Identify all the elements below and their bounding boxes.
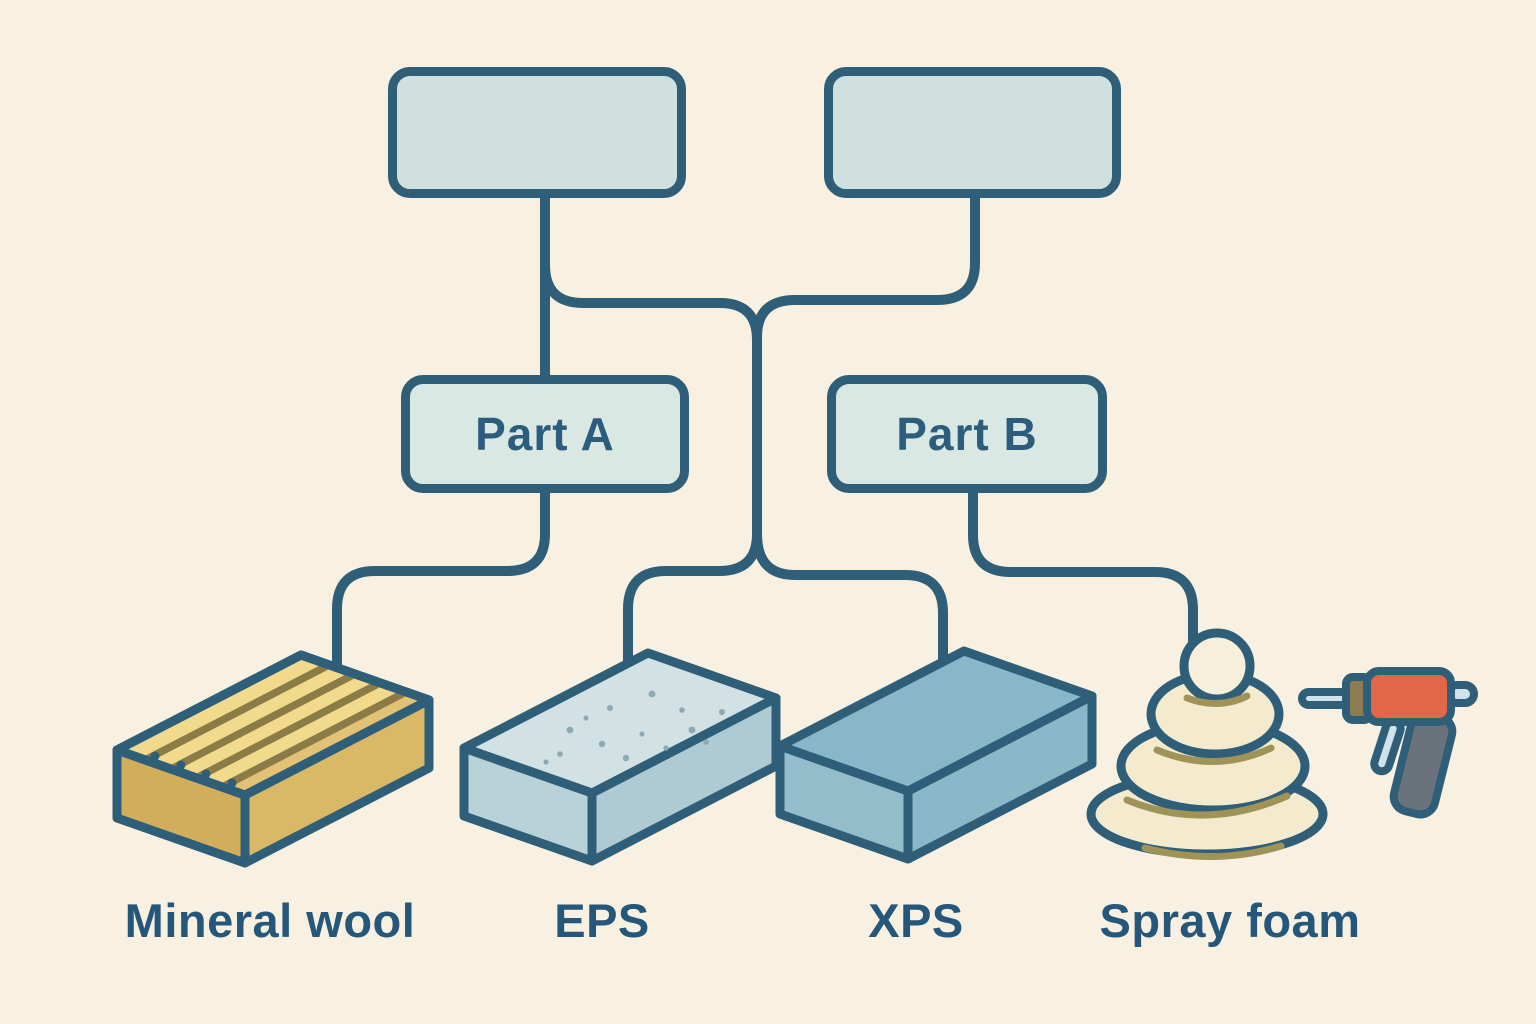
item-label-spray-foam: Spray foam — [1099, 894, 1361, 947]
item-label-xps: XPS — [868, 894, 964, 947]
top-right-box — [824, 67, 1121, 198]
eps-speckles — [543, 690, 725, 765]
mineral-wool-stripes — [145, 663, 406, 789]
connector-partb-to-sprayfoam — [968, 483, 1198, 663]
eps-foam-block-icon — [459, 648, 781, 866]
item-label-mineral-wool: Mineral wool — [124, 894, 416, 947]
spray-foam-pile-icon — [1086, 628, 1328, 860]
connector-trunk-to-xps — [752, 529, 948, 695]
connector-trunk-to-eps — [623, 529, 762, 695]
spray-gun-body — [1363, 667, 1455, 726]
connector-topright-to-trunk — [752, 192, 980, 342]
xps-foam-block-icon — [775, 646, 1097, 864]
top-left-box — [388, 67, 686, 198]
spray-gun-icon — [1298, 667, 1478, 819]
connector-topleft-to-trunk — [540, 235, 762, 345]
part-a-box: Part A — [401, 375, 689, 493]
part-a-label: Part A — [475, 408, 615, 460]
item-label-eps: EPS — [554, 894, 650, 947]
foam-shadow-arcs — [1123, 692, 1291, 860]
part-b-label: Part B — [896, 408, 1038, 460]
connector-parta-to-mineralwool — [332, 483, 550, 705]
connector-lines — [332, 192, 1198, 705]
part-b-box: Part B — [827, 375, 1107, 493]
mineral-wool-block-icon — [112, 650, 434, 868]
